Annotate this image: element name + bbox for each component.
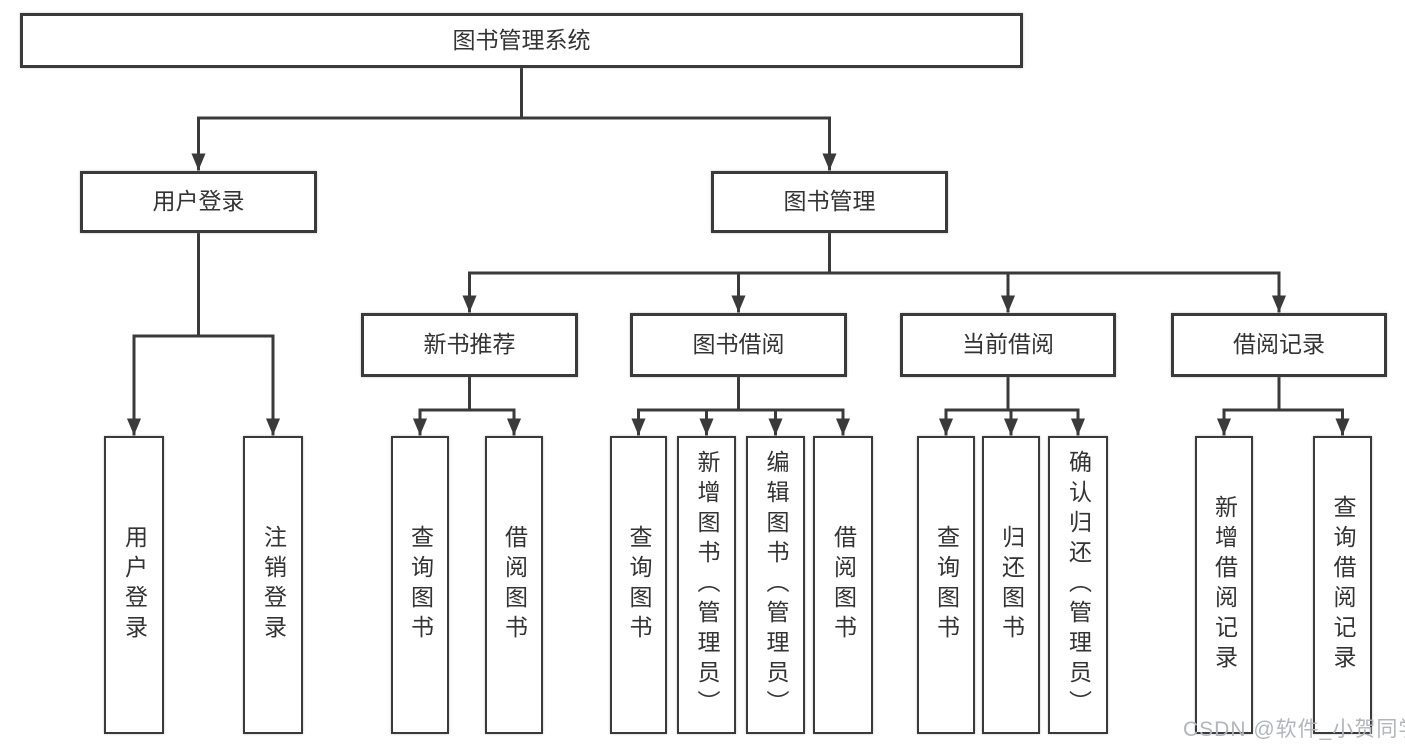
diagram-node-label: 编辑图书（管理员） <box>763 450 789 720</box>
diagram-node-c4: 借阅图书 <box>813 436 873 734</box>
diagram-node-b1: 查询图书 <box>391 436 449 734</box>
diagram-node-label: 图书管理 <box>783 188 876 215</box>
diagram-node-label: 图书借阅 <box>692 331 785 358</box>
diagram-node-mgmt: 图书管理 <box>711 171 948 233</box>
diagram-node-label: 查询借阅记录 <box>1330 495 1356 675</box>
watermark: CSDN @软件_小贺同学 <box>1183 718 1405 741</box>
diagram-node-label: 确认归还（管理员） <box>1065 450 1092 720</box>
diagram-node-label: 归还图书 <box>998 525 1025 645</box>
diagram-node-label: 查询图书 <box>933 525 960 645</box>
diagram-node-label: 借阅图书 <box>501 525 528 645</box>
diagram-node-label: 图书管理系统 <box>452 26 591 53</box>
diagram-node-label: 当前借阅 <box>962 331 1054 358</box>
diagram-node-login: 用户登录 <box>80 171 317 233</box>
diagram-node-c2: 新增图书（管理员） <box>677 436 736 734</box>
diagram-node-label: 查询图书 <box>626 525 652 645</box>
diagram-node-d1: 查询图书 <box>917 436 975 734</box>
diagram-node-b2: 借阅图书 <box>485 436 543 734</box>
diagram-node-e1: 新增借阅记录 <box>1195 436 1253 734</box>
diagram-node-label: 注销登录 <box>260 525 287 645</box>
diagram-node-label: 用户登录 <box>121 525 148 645</box>
diagram-node-newbook: 新书推荐 <box>361 313 578 377</box>
diagram-node-root: 图书管理系统 <box>20 13 1023 68</box>
diagram-node-a2: 注销登录 <box>243 436 303 734</box>
diagram-node-current: 当前借阅 <box>900 313 1116 377</box>
diagram-node-e2: 查询借阅记录 <box>1313 436 1372 734</box>
diagram-node-label: 新书推荐 <box>423 331 516 358</box>
diagram-node-d2: 归还图书 <box>982 436 1040 734</box>
diagram-node-label: 借阅图书 <box>830 525 857 645</box>
diagram-node-c1: 查询图书 <box>610 436 667 734</box>
diagram-node-c3: 编辑图书（管理员） <box>746 436 805 734</box>
diagram-node-label: 查询图书 <box>407 525 434 645</box>
diagram-node-label: 新增借阅记录 <box>1211 495 1238 675</box>
diagram-node-label: 新增图书（管理员） <box>694 450 720 720</box>
diagram-node-d3: 确认归还（管理员） <box>1048 436 1108 734</box>
diagram-node-record: 借阅记录 <box>1171 313 1387 377</box>
diagram-node-label: 借阅记录 <box>1233 331 1325 358</box>
diagram-node-label: 用户登录 <box>152 188 245 215</box>
diagram-node-borrow: 图书借阅 <box>630 313 847 377</box>
diagram-node-a1: 用户登录 <box>104 436 164 734</box>
